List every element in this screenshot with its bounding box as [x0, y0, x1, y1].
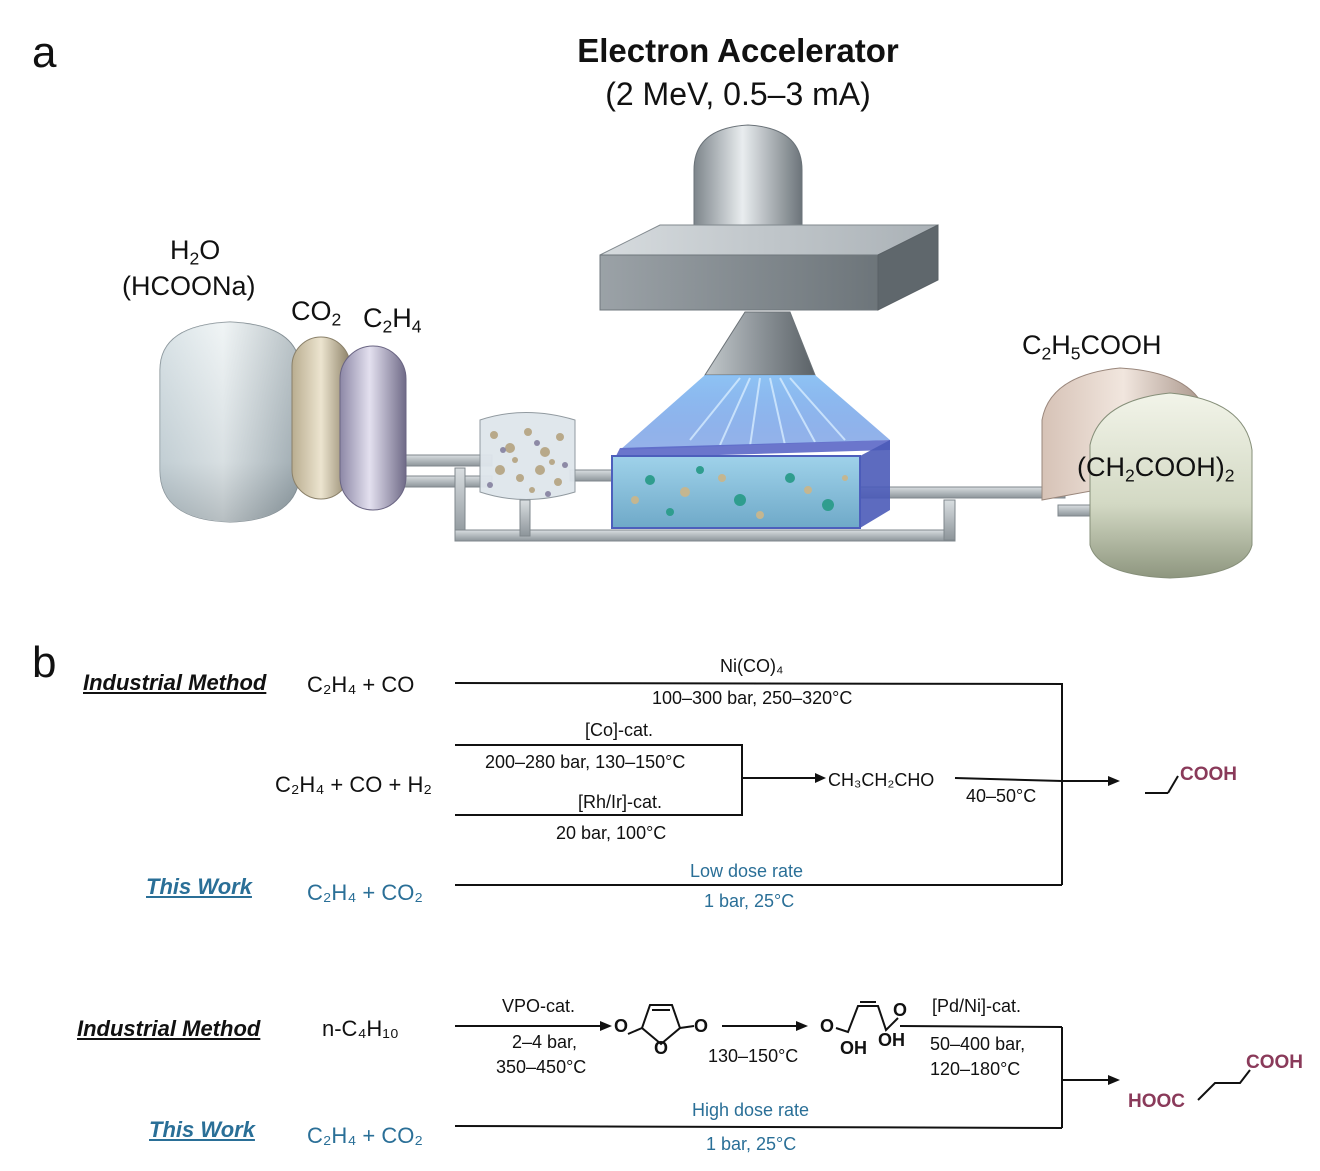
- feed-formate-label: (HCOONa): [122, 271, 256, 301]
- electron-beam: [620, 375, 890, 450]
- scheme1-route2b-catalyst: [Rh/Ir]-cat.: [578, 792, 663, 812]
- scheme2-lines: [454, 1025, 1251, 1129]
- feed-co2-label: CO2: [291, 296, 342, 330]
- panel-a-letter: a: [32, 28, 57, 77]
- scheme1-this-work-reactants: C₂H₄ + CO₂: [307, 880, 423, 905]
- anhydride-o-ring: O: [654, 1038, 669, 1058]
- gas-mixer: [479, 412, 576, 500]
- acid-oh-left: OH: [840, 1038, 867, 1058]
- scheme2-step1-pressure: 2–4 bar,: [512, 1032, 578, 1052]
- scheme1-route1-reactants: C₂H₄ + CO: [307, 672, 415, 697]
- panel-b-letter: b: [32, 638, 57, 687]
- product-propionic-label: C2H5COOH: [1022, 330, 1162, 364]
- scheme2-this-work-conditions: 1 bar, 25°C: [706, 1134, 797, 1154]
- water-tank: [159, 321, 301, 523]
- scheme1-route1-catalyst: Ni(CO)₄: [720, 656, 784, 676]
- scheme2-step3-catalyst: [Pd/Ni]-cat.: [932, 996, 1022, 1016]
- scheme2-this-work-dose: High dose rate: [692, 1100, 810, 1120]
- scheme2-step3-pressure: 50–400 bar,: [930, 1034, 1026, 1054]
- feed-ethylene-label: C2H4: [363, 303, 422, 337]
- scheme1-this-work-conditions: 1 bar, 25°C: [704, 891, 795, 911]
- acid-oh-right: OH: [878, 1030, 905, 1050]
- product-succinic-label: (CH2COOH)2: [1077, 452, 1235, 486]
- acid-o-left: O: [820, 1016, 835, 1036]
- anhydride-o-right: O: [694, 1016, 709, 1036]
- scheme1-product-label: COOH: [1180, 764, 1237, 785]
- scheme2-product-left: HOOC: [1128, 1091, 1185, 1112]
- feed-water-label: H2O: [170, 235, 221, 269]
- scheme2-reactant: n-C₄H₁₀: [322, 1016, 399, 1041]
- scheme1-intermediate-conditions: 40–50°C: [966, 786, 1037, 806]
- scheme2-step3-temp: 120–180°C: [930, 1059, 1021, 1079]
- scheme2-step1-catalyst: VPO-cat.: [502, 996, 576, 1016]
- scheme1-this-work-label: This Work: [146, 874, 252, 899]
- scheme2-step1-temp: 350–450°C: [496, 1057, 587, 1077]
- scheme2-this-work-label: This Work: [149, 1117, 255, 1142]
- arrowhead-step1: [600, 1021, 612, 1031]
- scheme2-industrial-label: Industrial Method: [77, 1016, 261, 1041]
- ethylene-tank: [339, 345, 407, 511]
- scheme1-route2a-conditions: 200–280 bar, 130–150°C: [485, 752, 686, 772]
- scheme1-route2b-conditions: 20 bar, 100°C: [556, 823, 667, 843]
- scheme1-intermediate: CH₃CH₂CHO: [828, 770, 935, 790]
- scheme2-step2-temp: 130–150°C: [708, 1046, 799, 1066]
- accelerator-title: Electron Accelerator: [577, 32, 899, 69]
- anhydride-o-left: O: [614, 1016, 629, 1036]
- reaction-chamber: [611, 440, 890, 529]
- maleic-acid-structure: [835, 1001, 899, 1034]
- scheme1-route1-conditions: 100–300 bar, 250–320°C: [652, 688, 853, 708]
- succinic-acid-tank: [1089, 392, 1253, 579]
- scheme1-lines: [454, 682, 1179, 886]
- scheme1-industrial-label: Industrial Method: [83, 670, 267, 695]
- scheme2-this-work-reactants: C₂H₄ + CO₂: [307, 1123, 423, 1148]
- scheme1-route2a-catalyst: [Co]-cat.: [585, 720, 654, 740]
- scheme1-this-work-dose: Low dose rate: [690, 861, 804, 881]
- accelerator-head: [599, 124, 939, 376]
- acid-o-right: O: [893, 1000, 908, 1020]
- arrowhead-product-1: [1108, 776, 1120, 786]
- arrowhead-product-2: [1108, 1075, 1120, 1085]
- scheme2-product-right: COOH: [1246, 1052, 1303, 1073]
- arrowhead-intermediate: [815, 773, 826, 783]
- maleic-anhydride-structure: [627, 1004, 695, 1046]
- accelerator-spec: (2 MeV, 0.5–3 mA): [605, 76, 871, 112]
- scheme1-route2-reactants: C₂H₄ + CO + H₂: [275, 772, 432, 797]
- arrowhead-step2: [796, 1021, 808, 1031]
